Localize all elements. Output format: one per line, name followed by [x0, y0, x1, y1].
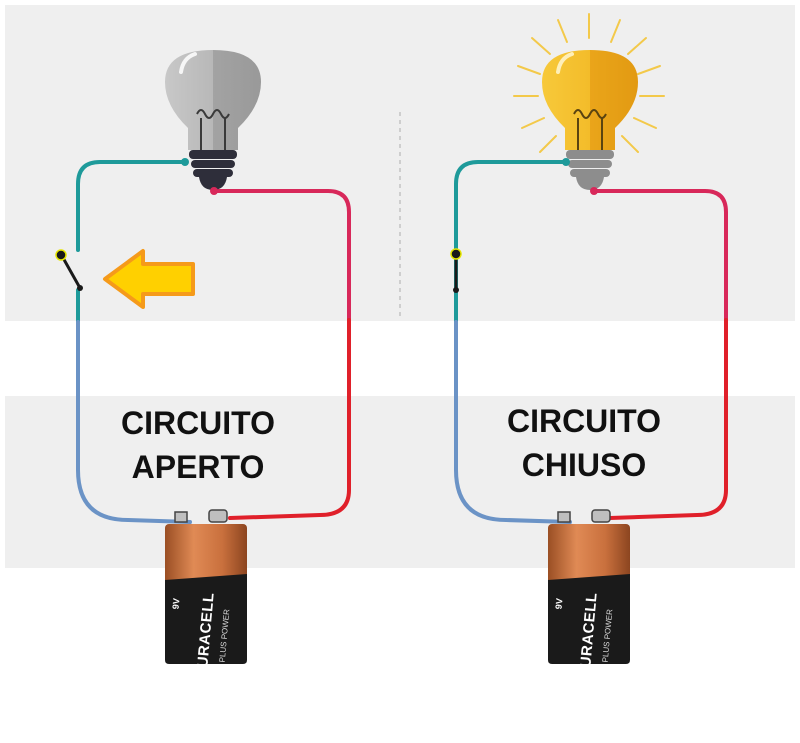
lightbulb-on-icon	[542, 50, 638, 195]
left-wire-blue	[76, 320, 192, 524]
background-bottom-band	[5, 396, 795, 568]
battery-voltage: 9V	[171, 598, 182, 610]
battery-icon: + − DURACELL PLUS POWER 9V	[165, 509, 247, 679]
left-wires	[76, 160, 351, 524]
right-panel: CIRCUITO CHIUSO + − DURACELL PLUS POWER …	[450, 13, 728, 679]
left-panel: CIRCUITO APERTO + − DURACELL PLUS POWER …	[55, 50, 351, 679]
battery-icon-right: + − DURACELL PLUS POWER 9V	[548, 509, 630, 679]
right-title-line1: CIRCUITO	[507, 403, 661, 439]
right-wire-pink	[592, 189, 728, 322]
right-wires	[454, 160, 728, 524]
right-wire-blue	[454, 320, 572, 524]
left-title-line2: APERTO	[132, 449, 265, 485]
left-wire-pink	[212, 189, 351, 322]
switch-icon	[55, 249, 83, 291]
right-wire-red	[608, 318, 728, 520]
lightbulb-off-icon	[165, 50, 261, 195]
left-wire-teal-top	[76, 160, 188, 252]
arrow-left-icon	[103, 249, 195, 309]
left-wire-red	[228, 318, 351, 520]
bulb-glow-rays	[513, 13, 665, 153]
switch-closed-icon	[450, 248, 462, 293]
right-wire-teal	[454, 160, 568, 324]
left-title-line1: CIRCUITO	[121, 405, 275, 441]
right-title-line2: CHIUSO	[522, 447, 646, 483]
battery-right-voltage: 9V	[554, 598, 565, 610]
